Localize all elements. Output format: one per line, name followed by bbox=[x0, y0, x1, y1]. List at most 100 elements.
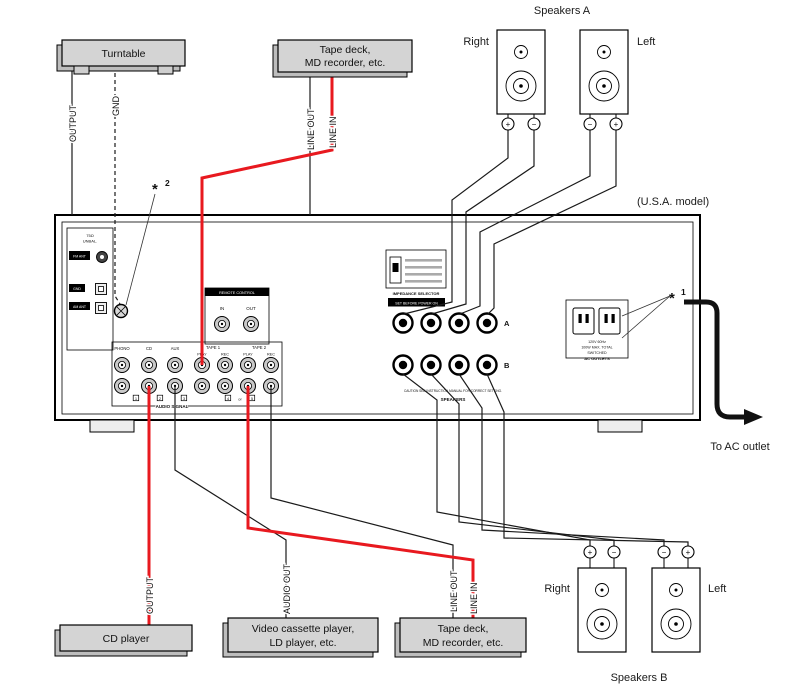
cd-output-label: OUTPUT bbox=[145, 577, 155, 615]
video-player-box: Video cassette player, LD player, etc. bbox=[222, 617, 379, 658]
antenna-section: 75Ω UNBAL. FM ANT GND AM ANT bbox=[66, 227, 114, 351]
remote-in-jack bbox=[214, 316, 230, 332]
remote-control-label: REMOTE CONTROL bbox=[219, 291, 255, 295]
speaker-a-left: − + bbox=[579, 29, 629, 131]
connection-number-tags: 1 2 3 4 or 5 bbox=[132, 394, 256, 402]
rca-jack bbox=[217, 378, 233, 394]
tape-deck-bottom-label-1: Tape deck, bbox=[438, 623, 489, 635]
antenna-ohm-label: 75Ω bbox=[86, 233, 93, 238]
tape1-rec-label: REC bbox=[221, 353, 229, 357]
minus-sign: − bbox=[588, 120, 593, 129]
minus-sign: − bbox=[662, 548, 667, 557]
tape2-line-out-label: LINE OUT bbox=[449, 570, 459, 612]
speakers-caution-text: CAUTION SEE INSTRUCTION MANUAL FOR CORRE… bbox=[404, 389, 502, 393]
tag-1: 1 bbox=[135, 396, 138, 401]
speaker-terminals-section: A B CAUTION SEE INSTRUCTION MANUAL FOR C… bbox=[392, 312, 510, 403]
turntable-box: Turntable bbox=[56, 39, 186, 75]
binding-post bbox=[420, 354, 442, 376]
tag-2: 2 bbox=[159, 396, 162, 401]
video-player-label-1: Video cassette player, bbox=[252, 623, 355, 635]
speaker-a-left-plus-wire bbox=[487, 130, 617, 315]
remote-out-jack bbox=[243, 316, 259, 332]
ac-outlet bbox=[572, 307, 595, 335]
aux-label: AUX bbox=[171, 346, 180, 351]
audio-signal-label: AUDIO SIGNAL bbox=[156, 404, 189, 409]
terminal-minus bbox=[583, 117, 597, 131]
cables bbox=[71, 66, 689, 625]
ac-rating-line2: 100W MAX. TOTAL bbox=[581, 346, 612, 350]
terminal-plus bbox=[501, 117, 515, 131]
tape2-label: TAPE 2 bbox=[252, 345, 267, 350]
receiver-rear-panel: 75Ω UNBAL. FM ANT GND AM ANT REMOTE CONT… bbox=[54, 214, 763, 433]
speaker-a-right-minus-wire bbox=[431, 130, 535, 315]
plus-sign: + bbox=[614, 120, 619, 129]
video-player-label-2: LD player, etc. bbox=[269, 637, 336, 649]
remote-in-label: IN bbox=[220, 306, 225, 311]
asterisk-1-number: 1 bbox=[681, 287, 686, 297]
asterisk-1-pointer-top bbox=[621, 295, 671, 317]
speaker-b-left: − + bbox=[651, 545, 701, 653]
ac-rating-line3: SWITCHED bbox=[587, 351, 607, 355]
ac-outlets-section: 120V 60Hz 100W MAX. TOTAL SWITCHED AC OU… bbox=[565, 299, 629, 361]
tape-deck-top-box: Tape deck, MD recorder, etc. bbox=[272, 39, 413, 78]
remote-control-section: REMOTE CONTROL IN OUT bbox=[204, 287, 270, 345]
speaker-b-right: + − bbox=[577, 545, 627, 653]
ac-outlet bbox=[598, 307, 621, 335]
impedance-selector-label: IMPEDANCE SELECTOR bbox=[393, 291, 440, 296]
speaker-a-left-minus-wire bbox=[459, 130, 591, 315]
asterisk-2-pointer bbox=[125, 193, 156, 306]
binding-post bbox=[476, 354, 498, 376]
turntable-label: Turntable bbox=[102, 48, 146, 60]
tape2-line-in-cable-red bbox=[246, 386, 475, 618]
terminal-minus bbox=[527, 117, 541, 131]
speaker-b-left-plus-wire bbox=[486, 373, 689, 546]
speakers-b-row-label: B bbox=[504, 361, 510, 370]
plus-sign: + bbox=[506, 120, 511, 129]
power-cord-arrow bbox=[744, 409, 763, 425]
rca-jack bbox=[141, 357, 157, 373]
speakers-section-label: SPEAKERS bbox=[441, 397, 466, 402]
rca-jack bbox=[263, 357, 279, 373]
speakers-b-title: Speakers B bbox=[611, 672, 668, 684]
tape2-line-out-cable bbox=[270, 386, 454, 618]
binding-post bbox=[448, 354, 470, 376]
power-cord bbox=[684, 299, 744, 420]
rca-jack bbox=[194, 378, 210, 394]
tape1-line-in-label: LINE IN bbox=[328, 116, 338, 148]
binding-post bbox=[420, 312, 442, 334]
tape1-label: TAPE 1 bbox=[206, 345, 221, 350]
usa-model-note: (U.S.A. model) bbox=[637, 196, 709, 208]
cd-player-label: CD player bbox=[103, 633, 150, 645]
cd-player-box: CD player bbox=[54, 624, 193, 657]
asterisk-1-pointer-bottom bbox=[621, 295, 671, 339]
video-audio-out-label: AUDIO OUT bbox=[282, 563, 292, 614]
asterisk-2-icon: * bbox=[152, 181, 158, 198]
ground-screw bbox=[113, 303, 129, 319]
asterisk-1-icon: * bbox=[669, 290, 675, 307]
speaker-b-right-minus-wire bbox=[430, 373, 615, 546]
binding-post bbox=[476, 312, 498, 334]
tag-5: 5 bbox=[251, 396, 254, 401]
speaker-a-right: + − bbox=[496, 29, 546, 131]
ac-rating-line1: 120V 60Hz bbox=[588, 340, 606, 344]
impedance-selector: IMPEDANCE SELECTOR SET BEFORE POWER ON bbox=[385, 249, 447, 307]
rca-jack bbox=[217, 357, 233, 373]
turntable-gnd-label: GND bbox=[111, 96, 121, 117]
ac-outlets-label: AC OUTLETS bbox=[584, 356, 610, 361]
tape2-play-label: PLAY bbox=[243, 353, 253, 357]
rear-panel-inner-frame bbox=[61, 221, 694, 415]
to-ac-outlet-label: To AC outlet bbox=[710, 441, 769, 453]
rca-jack bbox=[114, 378, 130, 394]
plus-sign: + bbox=[686, 548, 691, 557]
speakers-a-row-label: A bbox=[504, 319, 510, 328]
annotations: (U.S.A. model) * 2 * 1 To AC outlet bbox=[125, 178, 770, 453]
port-labels: OUTPUT GND LINE OUT LINE IN OUTPUT AUDIO… bbox=[67, 94, 481, 616]
speakers-a-title: Speakers A bbox=[534, 5, 591, 17]
antenna-unbal-label: UNBAL. bbox=[83, 239, 97, 244]
tape-deck-bottom-box: Tape deck, MD recorder, etc. bbox=[394, 617, 527, 658]
remote-out-label: OUT bbox=[246, 306, 256, 311]
tape2-rec-label: REC bbox=[267, 353, 275, 357]
speaker-a-right-plus-wire bbox=[403, 130, 509, 315]
fm-ant-label: FM ANT bbox=[73, 255, 87, 259]
